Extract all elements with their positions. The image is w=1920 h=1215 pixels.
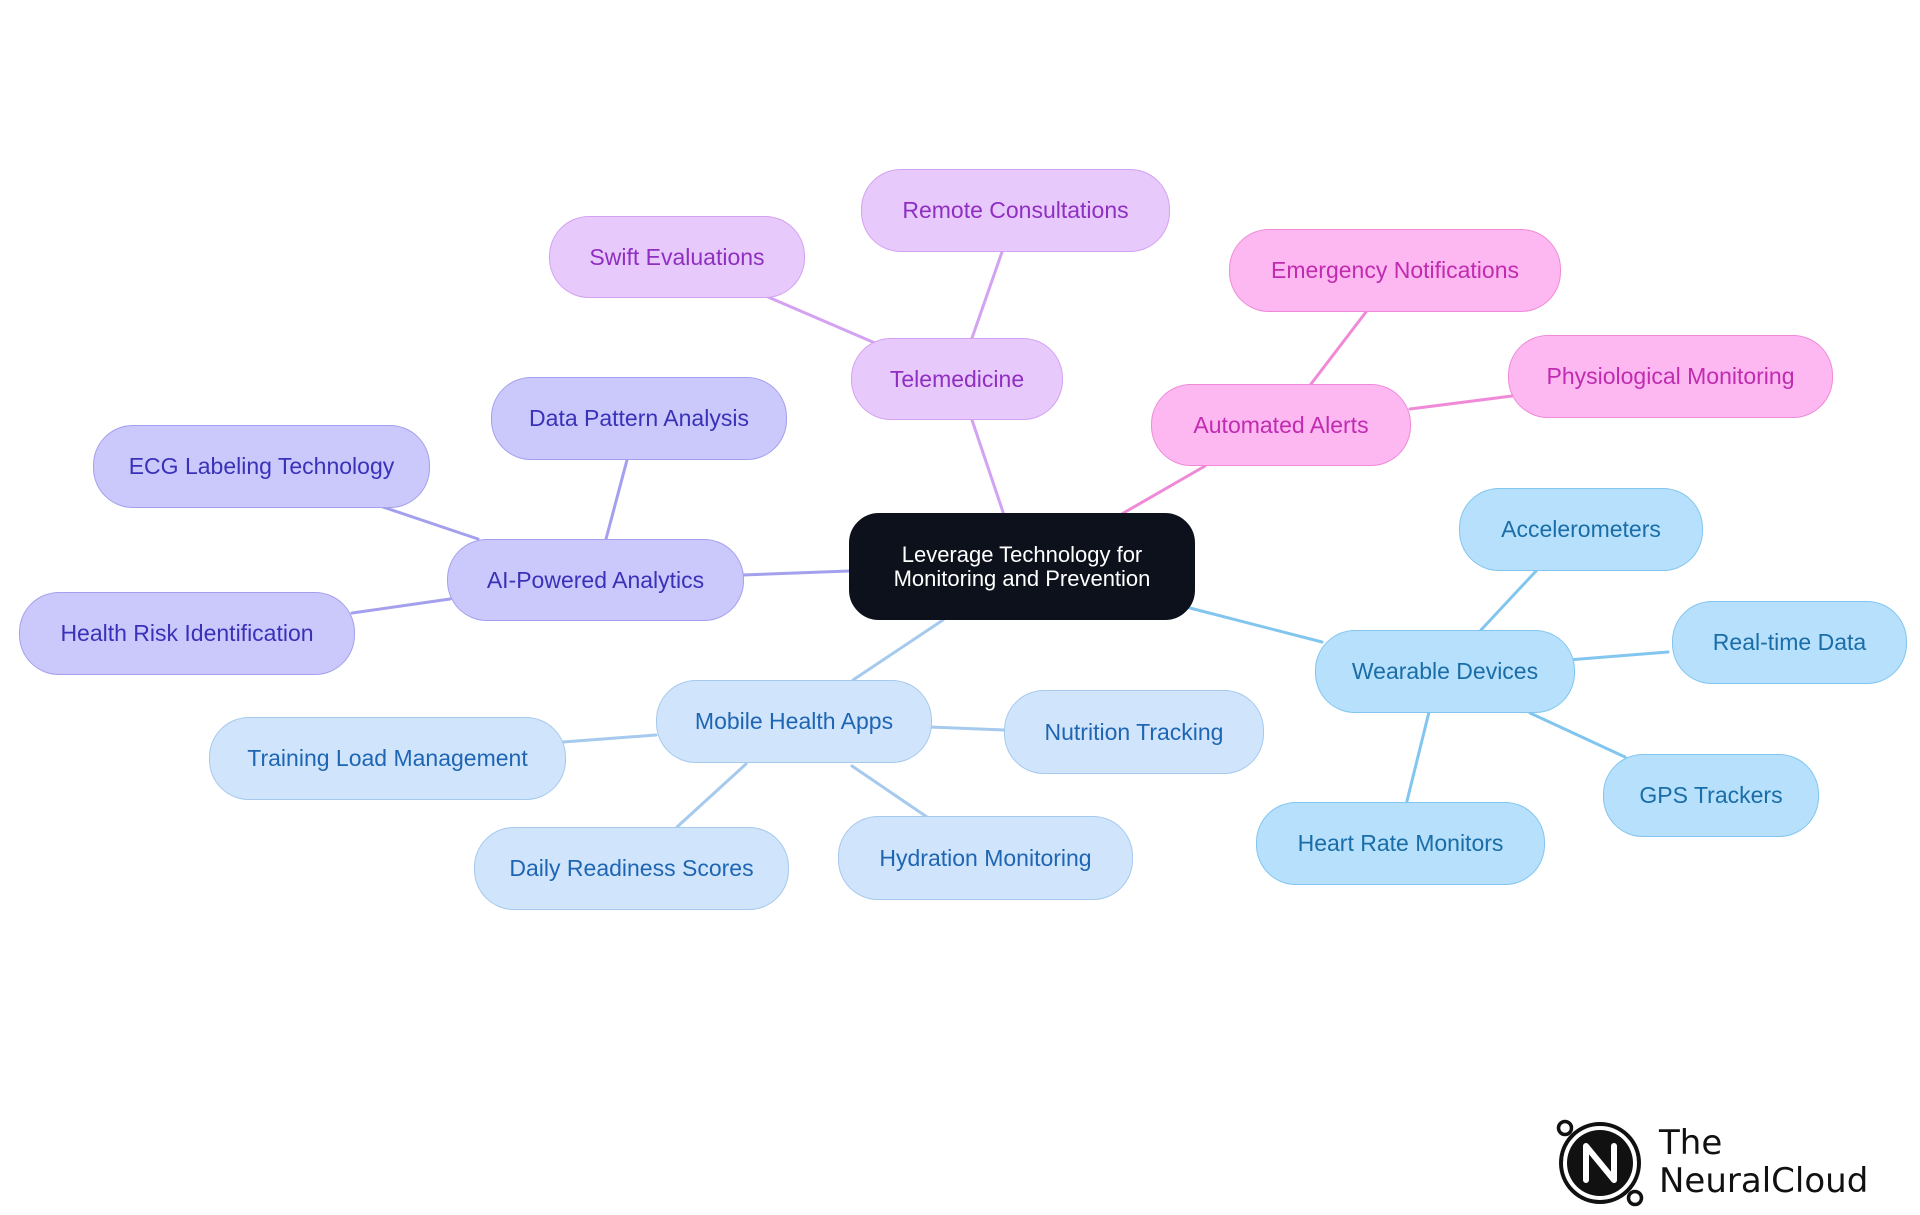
node-health-risk-identification: Health Risk Identification <box>19 592 355 675</box>
neuralcloud-logo-text: The NeuralCloud <box>1659 1124 1868 1200</box>
node-emergency-notifications: Emergency Notifications <box>1229 229 1561 312</box>
root-node: Leverage Technology for Monitoring and P… <box>849 513 1195 620</box>
edge-ai-data-pattern-analysis <box>604 458 629 541</box>
node-gps-trackers: GPS Trackers <box>1603 754 1819 837</box>
node-remote-consultations: Remote Consultations <box>861 169 1170 252</box>
edge-root-wearable-devices <box>1184 605 1324 644</box>
node-nutrition-tracking: Nutrition Tracking <box>1004 690 1264 774</box>
neuralcloud-logo: The NeuralCloud <box>1555 1118 1885 1208</box>
node-hydration-monitoring: Hydration Monitoring <box>838 816 1133 900</box>
edge-telemedicine-swift-evaluations <box>766 295 877 345</box>
logo-text-line1: The <box>1659 1123 1723 1163</box>
edge-mobile-training-load <box>561 733 658 744</box>
edge-mobile-daily-readiness <box>675 762 748 829</box>
edge-wearable-gps-trackers <box>1528 711 1627 759</box>
node-accelerometers: Accelerometers <box>1459 488 1703 571</box>
node-training-load-management: Training Load Management <box>209 717 566 800</box>
edge-root-telemedicine <box>970 418 1006 517</box>
edge-root-mobile-health-apps <box>851 618 945 682</box>
edge-alerts-emergency-notifications <box>1309 310 1368 386</box>
edge-root-ai-analytics <box>741 569 851 577</box>
node-heart-rate-monitors: Heart Rate Monitors <box>1256 802 1545 885</box>
node-mobile-health-apps: Mobile Health Apps <box>656 680 932 763</box>
edge-root-automated-alerts <box>1118 464 1207 517</box>
edge-mobile-hydration <box>850 764 929 819</box>
edge-telemedicine-remote-consultations <box>970 250 1004 340</box>
edge-wearable-heart-rate <box>1405 710 1431 803</box>
node-swift-evaluations: Swift Evaluations <box>549 216 805 298</box>
node-telemedicine: Telemedicine <box>851 338 1063 420</box>
node-ai-powered-analytics: AI-Powered Analytics <box>447 539 744 621</box>
edge-wearable-accelerometers <box>1479 568 1539 632</box>
node-daily-readiness-scores: Daily Readiness Scores <box>474 827 789 910</box>
edge-mobile-nutrition-tracking <box>928 725 1006 732</box>
node-wearable-devices: Wearable Devices <box>1315 630 1575 713</box>
logo-text-line2: NeuralCloud <box>1659 1161 1869 1201</box>
node-real-time-data: Real-time Data <box>1672 601 1907 684</box>
edge-alerts-physiological-monitoring <box>1408 394 1514 411</box>
edge-ai-health-risk <box>350 597 452 615</box>
neuralcloud-logo-icon <box>1556 1119 1644 1207</box>
root-label-line1: Leverage Technology for <box>901 541 1143 567</box>
edge-ai-ecg-labeling <box>378 504 480 541</box>
node-physiological-monitoring: Physiological Monitoring <box>1508 335 1833 418</box>
node-automated-alerts: Automated Alerts <box>1151 384 1411 466</box>
node-data-pattern-analysis: Data Pattern Analysis <box>491 377 787 460</box>
edge-wearable-real-time-data <box>1566 650 1670 662</box>
node-ecg-labeling-technology: ECG Labeling Technology <box>93 425 430 508</box>
root-label-line2: Monitoring and Prevention <box>893 565 1151 591</box>
